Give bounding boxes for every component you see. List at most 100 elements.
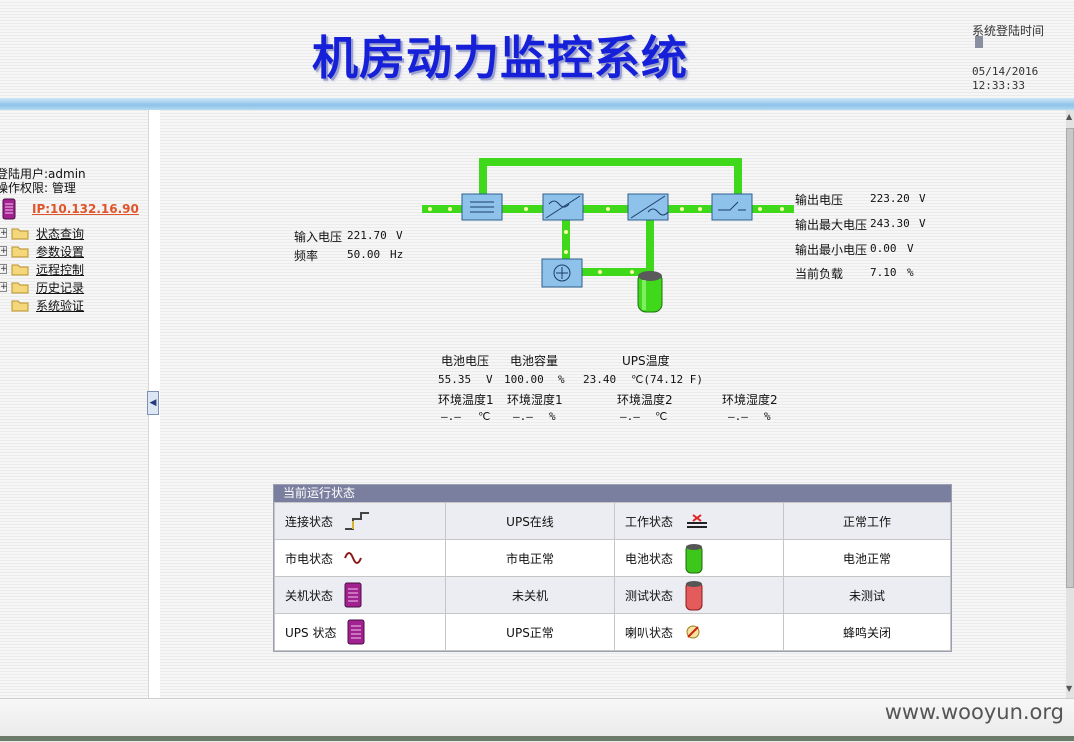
battery-voltage-label: 电池电压 [441, 354, 490, 368]
env-humidity1-value: —.— [513, 410, 533, 423]
ups-flow-diagram [422, 158, 794, 313]
tree-item-label[interactable]: 系统验证 [36, 299, 85, 313]
tree-item-label[interactable]: 远程控制 [36, 263, 85, 277]
folder-icon [11, 282, 29, 294]
connection-icon [345, 512, 370, 530]
status-panel-title: 当前运行状态 [274, 485, 951, 502]
env-temp1-unit: ℃ [478, 410, 491, 423]
tree-item-parameter-settings[interactable]: + 参数设置 [0, 243, 148, 261]
ups-temperature-label: UPS温度 [622, 354, 670, 368]
tree-item-status-query[interactable]: + 状态查询 [0, 225, 148, 243]
test-status-value: 未测试 [783, 576, 951, 614]
test-status-label: 测试状态 [625, 588, 674, 603]
permission-line: 操作权限: 管理 [0, 181, 76, 195]
env-humidity2-label: 环境湿度2 [722, 393, 778, 407]
tree-item-label[interactable]: 历史记录 [36, 281, 85, 295]
folder-icon [11, 300, 29, 312]
frequency-unit: Hz [390, 248, 404, 261]
table-row: 市电状态 市电正常 电池状态 电池正常 [274, 539, 951, 577]
watermark: www.wooyun.org [884, 700, 1064, 724]
expand-icon[interactable]: + [0, 282, 8, 292]
folder-icon [11, 246, 29, 258]
login-date: 05/14/2016 [972, 65, 1039, 78]
tree-item-remote-control[interactable]: + 远程控制 [0, 261, 148, 279]
battery-status-label: 电池状态 [625, 551, 674, 566]
tree-item-label[interactable]: 参数设置 [36, 245, 85, 259]
expand-icon[interactable]: + [0, 228, 8, 238]
output-max-voltage-label: 输出最大电压 [795, 218, 868, 232]
connection-status-value: UPS在线 [445, 502, 615, 540]
output-max-voltage-unit: V [919, 217, 926, 230]
ups-temperature-unit: ℃(74.12 F) [631, 373, 703, 386]
expand-icon[interactable]: + [0, 246, 8, 256]
mains-status-label: 市电状态 [285, 551, 334, 566]
expand-icon[interactable]: + [0, 264, 8, 274]
battery-status-value: 电池正常 [783, 539, 951, 577]
env-temp2-label: 环境温度2 [617, 393, 673, 407]
input-voltage-value: 221.70 [347, 229, 387, 242]
folder-icon [11, 228, 29, 240]
battery-capacity-label: 电池容量 [510, 354, 559, 368]
folder-icon [11, 264, 29, 276]
server-icon [2, 198, 16, 220]
speaker-status-value: 蜂鸣关闭 [783, 613, 951, 651]
env-humidity1-label: 环境湿度1 [507, 393, 563, 407]
output-min-voltage-unit: V [907, 242, 914, 255]
work-status-icon [687, 514, 708, 528]
output-voltage-label: 输出电压 [795, 193, 844, 207]
scroll-down-arrow-icon[interactable]: ▼ [1066, 684, 1073, 693]
shutdown-status-value: 未关机 [445, 576, 615, 614]
env-temp2-value: —.— [620, 410, 640, 423]
scroll-up-arrow-icon[interactable]: ▲ [1066, 112, 1073, 121]
tree-item-history[interactable]: + 历史记录 [0, 279, 148, 297]
bottom-strip [0, 736, 1074, 741]
env-temp1-label: 环境温度1 [438, 393, 494, 407]
login-time-label: 系统登陆时间 [972, 24, 1045, 38]
status-table: 连接状态 UPS在线 工作状态 正常工作 市电状态 市电正常 电池状态 电池正常 [274, 502, 951, 651]
status-panel: 当前运行状态 连接状态 UPS在线 工作状态 正常工作 市电状态 市电正常 电池… [273, 484, 952, 652]
ip-link[interactable]: IP:10.132.16.90 [32, 202, 139, 216]
tree-item-system-verify[interactable]: 系统验证 [0, 297, 148, 315]
speaker-status-label: 喇叭状态 [625, 625, 674, 640]
login-marker-icon [975, 36, 983, 48]
current-load-label: 当前负载 [795, 267, 844, 281]
frequency-value: 50.00 [347, 248, 381, 261]
battery-voltage-unit: V [486, 373, 493, 386]
work-status-label: 工作状态 [625, 514, 674, 529]
env-humidity2-unit: % [764, 410, 771, 423]
login-time: 12:33:33 [972, 79, 1025, 92]
page-title: 机房动力监控系统 [312, 31, 688, 85]
ups-status-label: UPS 状态 [285, 625, 337, 640]
scrollbar-thumb[interactable] [1066, 128, 1074, 588]
sidebar: 登陆用户:admin 操作权限: 管理 IP:10.132.16.90 + 状态… [0, 110, 148, 698]
output-max-voltage-value: 243.30 [870, 217, 910, 230]
ups-temperature-value: 23.40 [583, 373, 617, 386]
output-voltage-unit: V [919, 192, 926, 205]
battery-voltage-value: 55.35 [438, 373, 472, 386]
switch-box [711, 193, 753, 221]
env-temp2-unit: ℃ [655, 410, 668, 423]
current-load-value: 7.10 [870, 266, 897, 279]
env-humidity2-value: —.— [728, 410, 748, 423]
table-row: UPS 状态 UPS正常 喇叭状态 蜂鸣关闭 [274, 613, 951, 651]
input-voltage-unit: V [396, 229, 403, 242]
collapse-sidebar-button[interactable]: ◀ [147, 391, 159, 415]
converter-box [627, 193, 669, 221]
speaker-muted-icon [686, 625, 700, 639]
battery-red-icon [685, 581, 703, 611]
inverter-box [542, 193, 584, 221]
header: 机房动力监控系统 系统登陆时间 05/14/2016 12:33:33 [0, 0, 1074, 98]
header-bar [0, 98, 1074, 110]
frequency-label: 频率 [294, 249, 319, 263]
ups-status-value: UPS正常 [445, 613, 615, 651]
charger-box [541, 258, 583, 288]
work-status-value: 正常工作 [783, 502, 951, 540]
output-min-voltage-value: 0.00 [870, 242, 897, 255]
battery-capacity-unit: % [558, 373, 565, 386]
connection-status-label: 连接状态 [285, 514, 334, 529]
output-voltage-value: 223.20 [870, 192, 910, 205]
user-line: 登陆用户:admin [0, 167, 86, 181]
tree-item-label[interactable]: 状态查询 [36, 227, 85, 241]
table-row: 关机状态 未关机 测试状态 未测试 [274, 576, 951, 614]
output-min-voltage-label: 输出最小电压 [795, 243, 868, 257]
